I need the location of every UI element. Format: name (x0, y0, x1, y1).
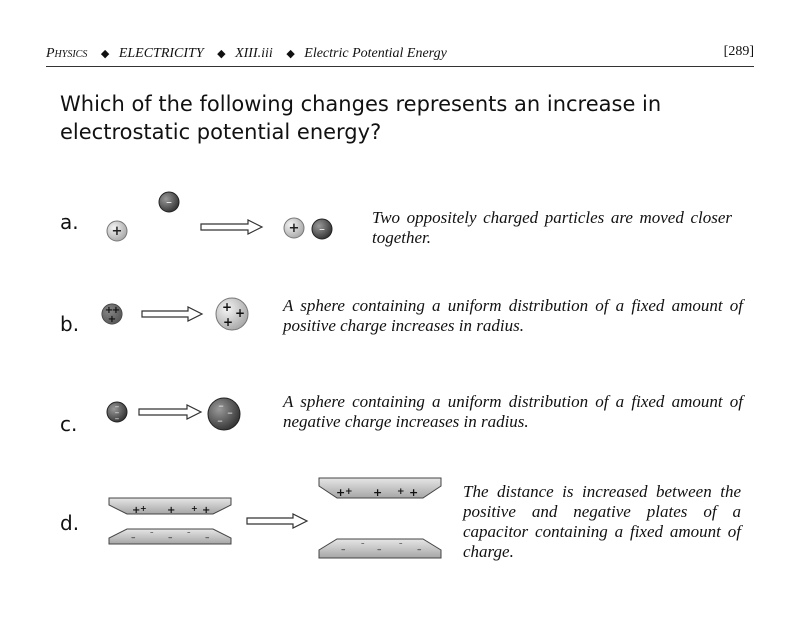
header-rule (46, 66, 754, 67)
negative-plate-icon: – – – – – (318, 538, 442, 559)
svg-text:+: + (373, 486, 382, 499)
breadcrumb: Physics ◆ ELECTRICITY ◆ XIII.iii ◆ Elect… (46, 46, 453, 62)
svg-text:+: + (167, 505, 175, 516)
arrow-right-icon (141, 306, 204, 322)
svg-text:–: – (361, 539, 365, 547)
option-a-label: a. (60, 210, 79, 234)
svg-text:+: + (202, 505, 210, 516)
arrow-right-icon (200, 219, 264, 235)
svg-text:+: + (223, 315, 233, 329)
question-text: Which of the following changes represent… (60, 92, 662, 144)
option-c-text: A sphere containing a uniform distributi… (283, 392, 743, 431)
svg-text:–: – (166, 195, 172, 209)
svg-text:+: + (397, 487, 405, 497)
svg-text:+: + (235, 306, 245, 320)
arrow-right-icon (138, 404, 203, 420)
option-b-label: b. (60, 312, 80, 336)
positive-particle-icon: + (283, 217, 305, 239)
svg-text:–: – (115, 414, 120, 424)
svg-text:+: + (112, 224, 123, 239)
svg-text:–: – (218, 399, 224, 412)
svg-text:–: – (131, 533, 136, 543)
negative-particle-icon: – (311, 218, 333, 240)
svg-text:+: + (140, 504, 147, 513)
positive-plate-icon: + + + + + (318, 477, 442, 499)
svg-text:+: + (132, 505, 140, 516)
positive-particle-icon: + (106, 220, 128, 242)
small-positive-sphere-icon: + + + (101, 303, 123, 325)
option-d-diagram: + + + + + – – – – – + + + + + – – – – – (108, 477, 442, 559)
svg-text:+: + (345, 487, 353, 497)
option-c-label: c. (60, 412, 78, 436)
option-c-diagram: – – – – – – (106, 397, 241, 431)
page-number: [289] (723, 44, 754, 59)
svg-text:–: – (205, 533, 210, 543)
svg-text:–: – (319, 222, 325, 236)
option-d-label: d. (60, 511, 80, 535)
diamond-bullet-icon: ◆ (100, 48, 110, 60)
option-a-text: Two oppositely charged particles are mov… (372, 208, 732, 247)
svg-text:–: – (115, 408, 120, 418)
large-positive-sphere-icon: + + + (215, 297, 249, 331)
svg-text:+: + (289, 221, 300, 236)
svg-text:–: – (150, 528, 154, 536)
diamond-bullet-icon: ◆ (217, 48, 226, 60)
svg-text:+: + (108, 314, 116, 325)
header-subject: Physics (46, 46, 88, 61)
svg-text:–: – (341, 545, 346, 555)
svg-text:–: – (217, 414, 223, 427)
svg-text:–: – (168, 533, 173, 543)
svg-text:–: – (417, 545, 422, 555)
svg-text:+: + (191, 504, 198, 513)
svg-text:–: – (377, 545, 382, 555)
header-subsection: Electric Potential Energy (304, 46, 447, 61)
negative-particle-icon: – (158, 191, 180, 213)
option-b-text: A sphere containing a uniform distributi… (283, 296, 743, 335)
running-header: Physics ◆ ELECTRICITY ◆ XIII.iii ◆ Elect… (46, 42, 754, 66)
diamond-bullet-icon: ◆ (286, 48, 295, 60)
svg-text:–: – (399, 539, 403, 547)
arrow-right-icon (246, 513, 309, 529)
negative-plate-icon: – – – – – (108, 528, 232, 545)
option-a-diagram: + – + – (106, 191, 333, 242)
option-b-diagram: + + + + + + (101, 297, 249, 331)
header-section: XIII.iii (235, 46, 273, 61)
positive-plate-icon: + + + + + (108, 497, 232, 516)
small-negative-sphere-icon: – – – (106, 401, 128, 424)
svg-text:+: + (112, 305, 120, 316)
svg-text:+: + (336, 486, 345, 499)
svg-text:+: + (409, 486, 418, 499)
large-negative-sphere-icon: – – – (207, 397, 241, 431)
svg-text:–: – (115, 402, 120, 412)
svg-text:–: – (187, 528, 191, 536)
option-d-text: The distance is increased between the po… (463, 482, 741, 561)
header-topic: ELECTRICITY (118, 46, 204, 61)
svg-text:+: + (105, 305, 113, 316)
svg-text:–: – (227, 406, 233, 419)
svg-text:+: + (222, 300, 232, 314)
